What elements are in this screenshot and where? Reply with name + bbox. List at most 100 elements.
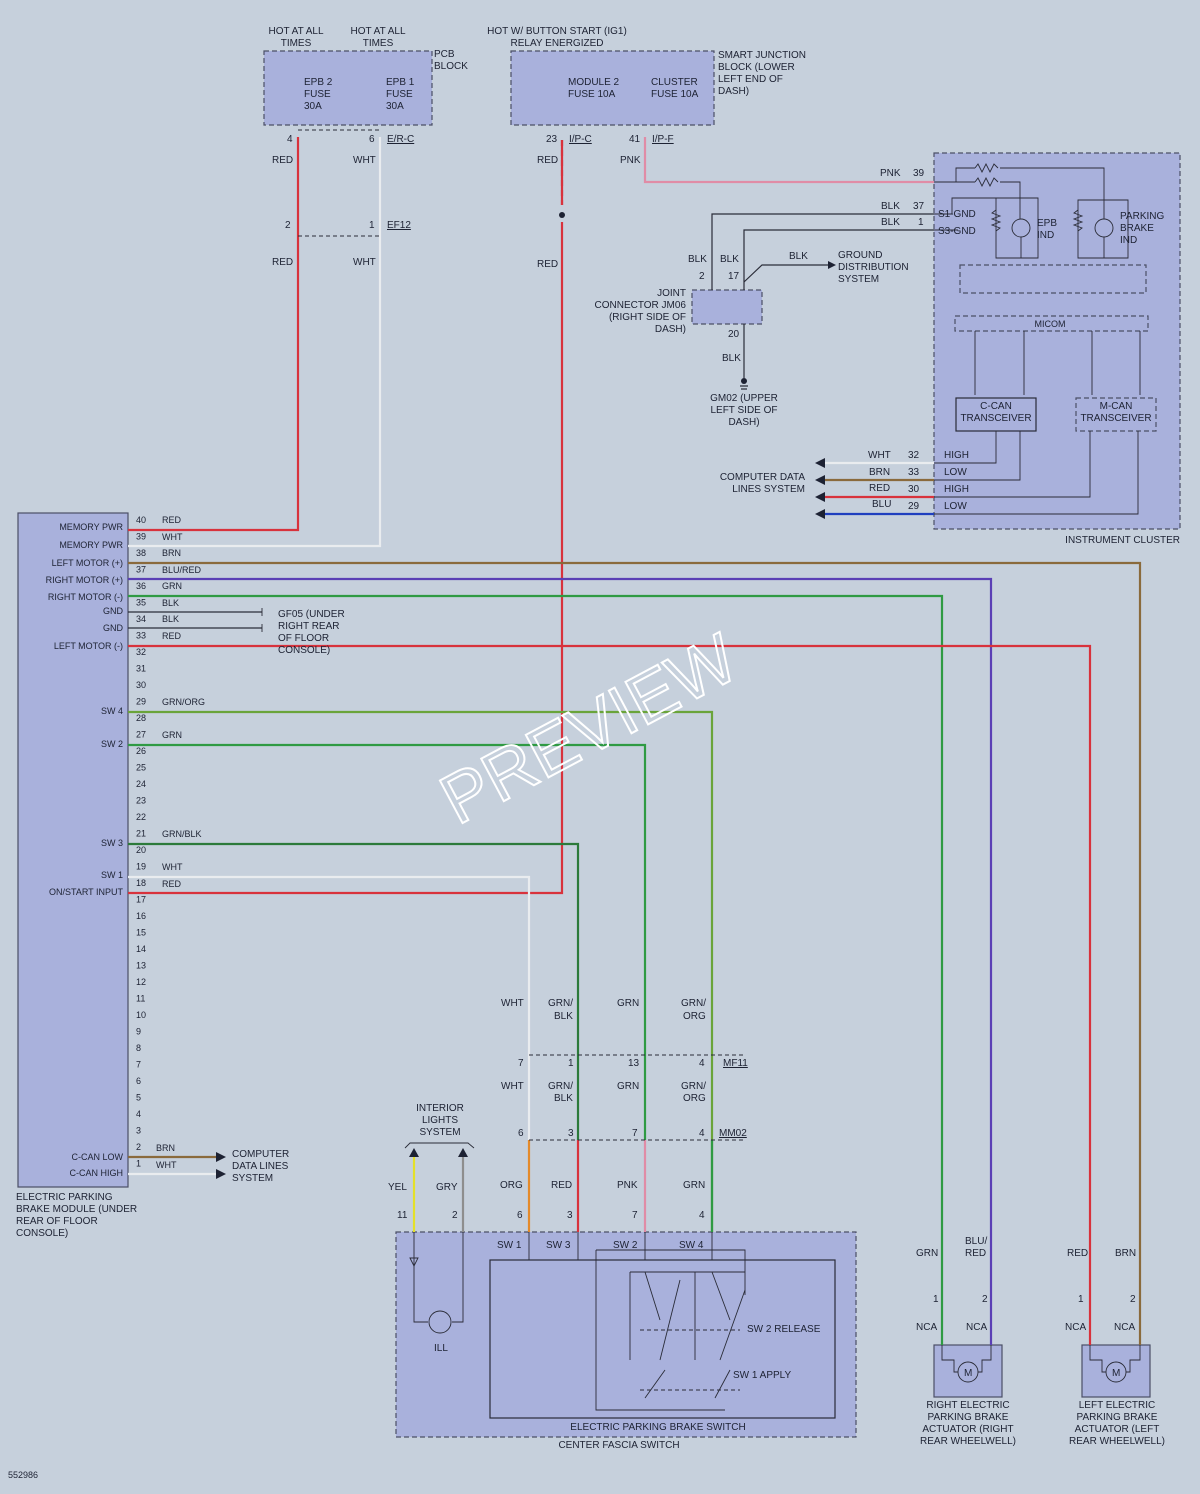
tag-blk-6: BLK — [722, 353, 741, 364]
label-module-labels-right_motor_neg: RIGHT MOTOR (-) — [48, 592, 123, 602]
tag-wht-mf: WHT — [501, 998, 524, 1009]
watermark: PREVIEW — [428, 619, 750, 839]
smart-junction-block — [510, 50, 715, 126]
label-wire_colors_stacked-grnblk_a: GRN/ — [548, 998, 573, 1009]
tag-red-1: RED — [272, 155, 293, 166]
module-pin: 4 — [136, 1109, 141, 1119]
label-pcb_block-connector: E/R-C — [387, 134, 414, 145]
label-mm02: MM02 — [719, 1128, 747, 1139]
conn-pin: 7 — [518, 1058, 524, 1069]
module-pin: 22 — [136, 812, 146, 822]
label-instrument_cluster-pins-1: 37 — [913, 201, 925, 212]
module-pin: 37 — [136, 565, 146, 575]
micom-box — [954, 315, 1149, 332]
label-wire_colors_stacked-blured_a: BLU/ — [965, 1236, 987, 1247]
label-switch-sw3: SW 3 — [546, 1240, 571, 1251]
wire-right-motor-neg-grn — [128, 594, 944, 1345]
label-module-labels-sw1: SW 1 — [101, 870, 123, 880]
label-module-labels-c_can_high: C-CAN HIGH — [70, 1168, 124, 1178]
module-pin: 1 — [136, 1159, 141, 1169]
tag-red-act: RED — [1067, 1248, 1088, 1259]
module-pin: 25 — [136, 763, 146, 773]
act-pin: 1 — [933, 1294, 939, 1305]
cluster-low-1: LOW — [944, 467, 967, 478]
label-switch-sw2: SW 2 — [613, 1240, 638, 1251]
tag-brn-can: BRN — [156, 1143, 175, 1153]
tag-blk-2: BLK — [881, 217, 900, 228]
module-pin: 8 — [136, 1043, 141, 1053]
label-switch-ill: ILL — [434, 1343, 448, 1354]
cluster-low-2: LOW — [944, 501, 967, 512]
label-module-labels-sw3: SW 3 — [101, 838, 123, 848]
tag-wht-1: WHT — [353, 155, 376, 166]
module-pin: 35 — [136, 598, 146, 608]
switch-pin: 7 — [632, 1210, 638, 1221]
label-joint_connector-pin20: 20 — [728, 329, 740, 340]
module-pin: 10 — [136, 1010, 146, 1020]
switch-pin: 6 — [517, 1210, 523, 1221]
tag-red-4: RED — [537, 259, 558, 270]
label-doc_id: 552986 — [8, 1470, 38, 1480]
tag-blu-c: BLU — [872, 499, 891, 510]
label-joint_connector-pin17: 17 — [728, 271, 740, 282]
tag-blk-1: BLK — [881, 201, 900, 212]
label-module-labels-gnd_2: GND — [103, 623, 124, 633]
label-module-labels-gnd_1: GND — [103, 606, 124, 616]
wire-pnk-cluster — [643, 137, 934, 184]
module-wire-tag-8: GRN/ORG — [162, 697, 205, 707]
module-wire-tag-6: BLK — [162, 614, 179, 624]
epb-switch-inner — [489, 1259, 836, 1419]
cluster-high-1: HIGH — [944, 450, 969, 461]
wire-right-motor-pos-blured — [128, 577, 993, 1345]
tag-blk-5: BLK — [789, 251, 808, 262]
label-wire_colors_stacked-grnorg_a: GRN/ — [681, 998, 706, 1009]
cluster-bus-block — [959, 264, 1147, 294]
label-instrument_cluster-pins-5: 30 — [908, 484, 920, 495]
tag-red-3: RED — [272, 257, 293, 268]
module-pin: 31 — [136, 664, 146, 674]
tag-wht-2: WHT — [353, 257, 376, 268]
module-wire-tag-7: RED — [162, 631, 182, 641]
grnorg-a-2: GRN/ — [681, 1081, 706, 1092]
label-switch-sub: CENTER FASCIA SWITCH — [558, 1440, 679, 1451]
conn-pin: 13 — [628, 1058, 640, 1069]
tag-red-c: RED — [869, 483, 890, 494]
module-pin: 2 — [136, 1142, 141, 1152]
label-switch-sw1_apply: SW 1 APPLY — [733, 1370, 792, 1381]
wire-blk-ground — [743, 264, 830, 283]
wire-sw3-grnblk — [128, 842, 580, 1140]
label-wire_colors_stacked-grnorg_b: ORG — [683, 1011, 706, 1022]
grnblk-b-2: BLK — [554, 1093, 573, 1104]
module-pin: 14 — [136, 944, 146, 954]
label-instrument_cluster-pins-2: 1 — [918, 217, 924, 228]
label-ef12-label: EF12 — [387, 220, 411, 231]
label-module-labels-left_motor_neg: LEFT MOTOR (-) — [54, 641, 123, 651]
act-pin: 2 — [982, 1294, 988, 1305]
tag-pnk-1: PNK — [620, 155, 641, 166]
module-pin: 3 — [136, 1126, 141, 1136]
module-pin: 28 — [136, 713, 146, 723]
module-pin: 16 — [136, 911, 146, 921]
act-pin: 1 — [1078, 1294, 1084, 1305]
label-smart_junction-conn_a: I/P-C — [569, 134, 592, 145]
tag-yel: YEL — [388, 1182, 407, 1193]
wire-sw1-wht — [128, 875, 531, 1140]
wire-memory-pwr-wht — [128, 137, 382, 548]
label-switch-title: ELECTRIC PARKING BRAKE SWITCH — [570, 1422, 745, 1433]
module-pin: 6 — [136, 1076, 141, 1086]
label-instrument_cluster-pins-0: 39 — [913, 168, 925, 179]
switch-pin: 11 — [397, 1210, 408, 1221]
splice-dot — [559, 212, 565, 218]
conn-pin: 1 — [568, 1058, 574, 1069]
module-pin: 24 — [136, 779, 146, 789]
label-instrument_cluster-s3_gnd: S3-GND — [938, 226, 976, 237]
conn-pin: 4 — [699, 1058, 705, 1069]
module-pin: 21 — [136, 829, 146, 839]
